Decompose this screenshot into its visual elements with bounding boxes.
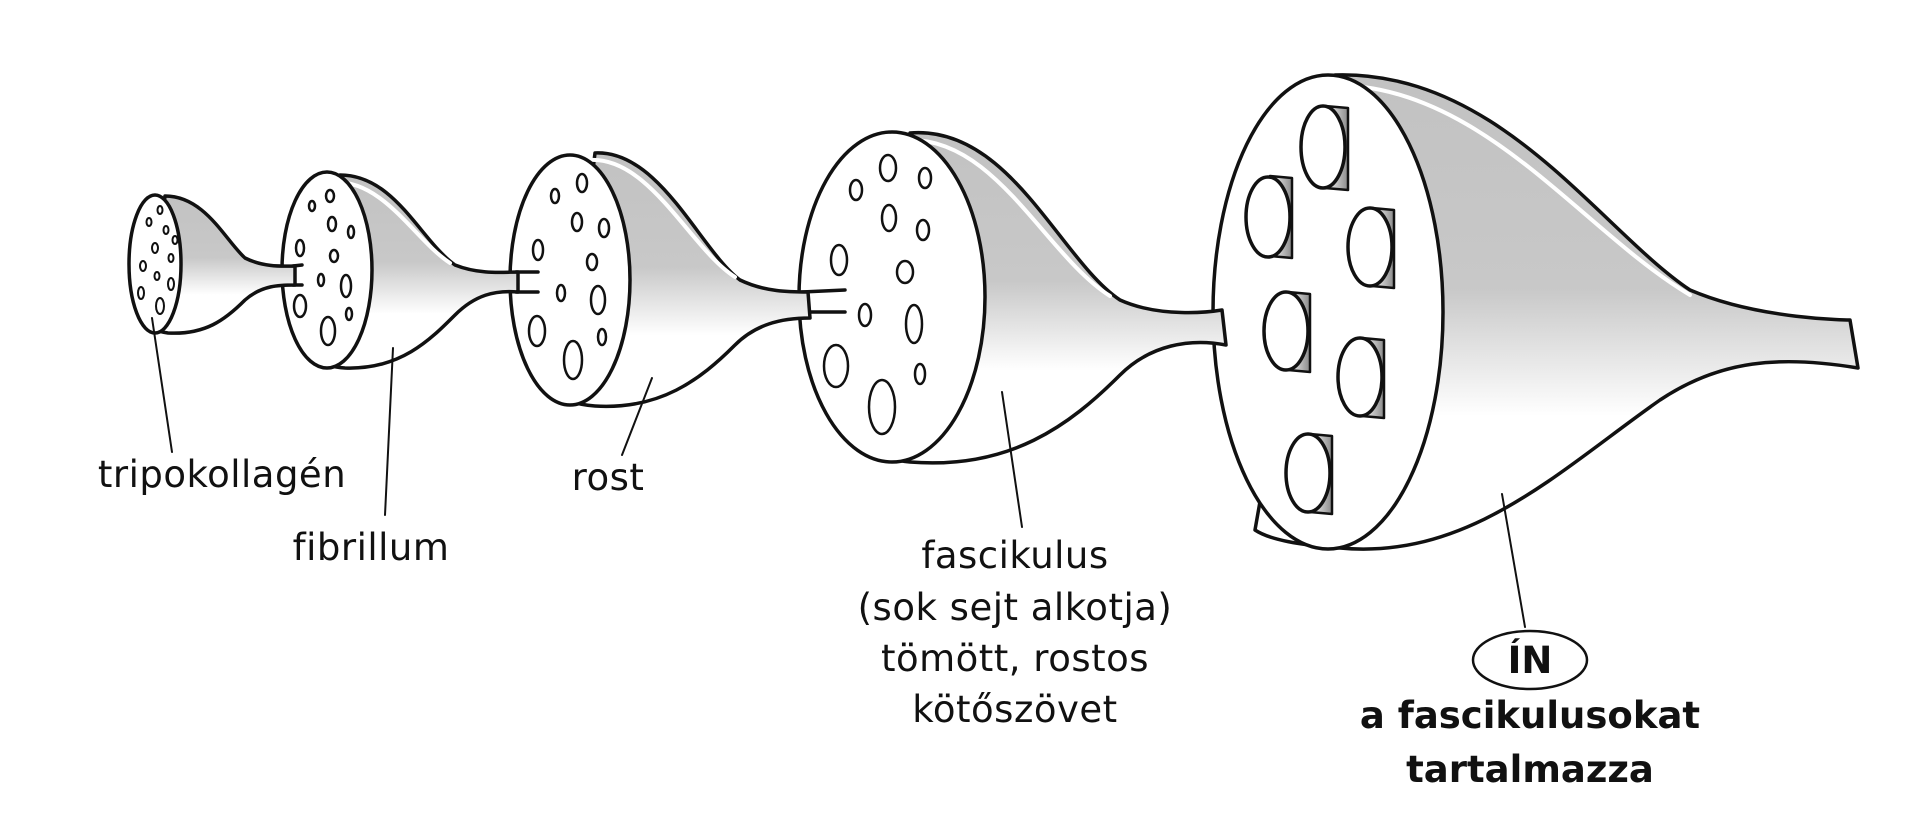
tendon-stage [1211,73,1860,551]
leader-lines [151,317,1526,628]
label-rost: rost [572,456,645,499]
label-fibrillum: fibrillum [293,526,450,569]
fibril-stage [280,170,520,370]
fiber-stage [508,151,812,409]
label-in-line2: tartalmazza [1406,748,1654,791]
label-in-title: ÍN [1508,638,1553,682]
in-label-ellipse [1471,629,1589,691]
fibril-tropocollagens [292,188,356,347]
label-fascikulus-line2: (sok sejt alkotja) [858,586,1173,629]
label-tripokollagen: tripokollagén [98,453,346,496]
label-fascikulus-line1: fascikulus [921,534,1108,577]
fiber-fibrils [527,172,611,381]
fiber-body [563,151,812,409]
tropocollagen-cross-section [127,193,183,335]
label-in-line1: a fascikulusokat [1360,694,1700,737]
labels: tripokollagén fibrillum rost fascikulus … [98,453,1700,791]
tendon-fascicles [1244,104,1396,516]
tropocollagen-stage [127,193,297,335]
label-fascikulus-line3: tömött, rostos [881,637,1149,680]
label-fascikulus-line4: kötőszövet [912,688,1117,731]
fascicle-stage [797,130,1228,465]
fascicle-fibers [822,153,933,436]
tropocollagen-body [148,194,297,335]
